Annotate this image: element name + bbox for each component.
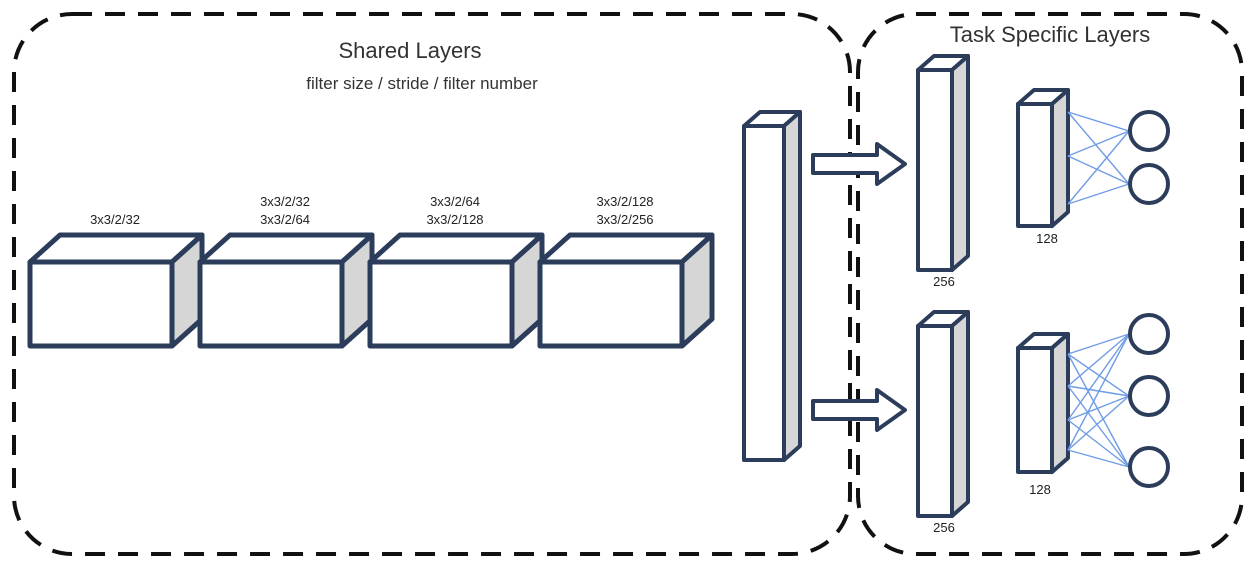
branch-1-output-node-1 (1128, 110, 1170, 152)
arrow-to-branch-2 (811, 388, 907, 432)
block-3-label-2: 3x3/2/128 (426, 212, 483, 227)
block-1-label-1: 3x3/2/32 (90, 212, 140, 227)
branch-2-connection-2-1 (1067, 395, 1130, 421)
branch-1-connection-0-0 (1067, 111, 1130, 132)
branch-2-fc2-side (1050, 332, 1070, 474)
conv-block-1 (27, 232, 205, 349)
conv-block-3-front (367, 259, 515, 349)
shared-feature-bar-front (742, 124, 786, 462)
branch-1-connection-2-0 (1067, 130, 1130, 205)
shared-layers-group (12, 12, 852, 556)
branch-2-fc1-side (950, 310, 970, 518)
branch-2-connection-3-2 (1067, 449, 1130, 468)
branch-2-connection-2-0 (1067, 333, 1130, 421)
block-4-label-1: 3x3/2/128 (596, 194, 653, 209)
branch-2-fc2 (1016, 332, 1070, 474)
branch-1-fc1-label: 256 (933, 274, 955, 289)
branch-1-output-node-2 (1128, 163, 1170, 205)
branch-2-fc1 (916, 310, 970, 518)
arrow-to-branch-1 (811, 142, 907, 186)
branch-1-connection-0-1 (1067, 111, 1130, 185)
conv-block-2-front (197, 259, 345, 349)
block-4-label-2: 3x3/2/256 (596, 212, 653, 227)
branch-2-output-node-1 (1128, 313, 1170, 355)
branch-1-connections (1067, 111, 1130, 205)
branch-2-connections (1067, 333, 1130, 468)
branch-1-connection-2-1 (1067, 183, 1130, 205)
task-specific-group (856, 12, 1244, 556)
shared-feature-bar-side (782, 110, 802, 462)
branch-1-fc2-front (1016, 102, 1054, 228)
network-shapes (27, 54, 1170, 518)
branch-2-connection-1-2 (1067, 385, 1130, 468)
shared-layers-subtitle: filter size / stride / filter number (306, 74, 538, 93)
branch-1-connection-1-1 (1067, 155, 1130, 185)
branch-1-connection-1-0 (1067, 130, 1130, 157)
branch-1-fc1-front (916, 68, 954, 272)
branch-2-output-node-3 (1128, 446, 1170, 488)
branch-1-fc1-side (950, 54, 970, 272)
branch-2-connection-3-1 (1067, 395, 1130, 451)
shared-layers-title: Shared Layers (338, 38, 481, 63)
branch-2-connection-3-0 (1067, 333, 1130, 451)
branch-2-connection-1-0 (1067, 333, 1130, 387)
branch-1-fc2-label: 128 (1036, 231, 1058, 246)
branch-1-fc1 (916, 54, 970, 272)
branch-2-connection-0-0 (1067, 333, 1130, 355)
shared-feature-bar (742, 110, 802, 462)
branch-2-fc1-front (916, 324, 954, 518)
branch-2-fc1-label: 256 (933, 520, 955, 535)
conv-block-1-front (27, 259, 175, 349)
conv-block-4-front (537, 259, 685, 349)
block-2-label-2: 3x3/2/64 (260, 212, 310, 227)
branch-2-fc2-front (1016, 346, 1054, 474)
branch-2-output-node-2 (1128, 375, 1170, 417)
conv-block-3 (367, 232, 545, 349)
task-layers-title: Task Specific Layers (950, 22, 1151, 47)
branch-2-connection-0-1 (1067, 353, 1130, 397)
conv-block-4 (537, 232, 715, 349)
branch-2-fc2-label: 128 (1029, 482, 1051, 497)
block-3-label-1: 3x3/2/64 (430, 194, 480, 209)
conv-block-2 (197, 232, 375, 349)
branch-2-connection-2-2 (1067, 419, 1130, 468)
block-2-label-1: 3x3/2/32 (260, 194, 310, 209)
branch-2-connection-0-2 (1067, 353, 1130, 468)
branch-1-fc2 (1016, 88, 1070, 228)
branch-1-fc2-side (1050, 88, 1070, 228)
